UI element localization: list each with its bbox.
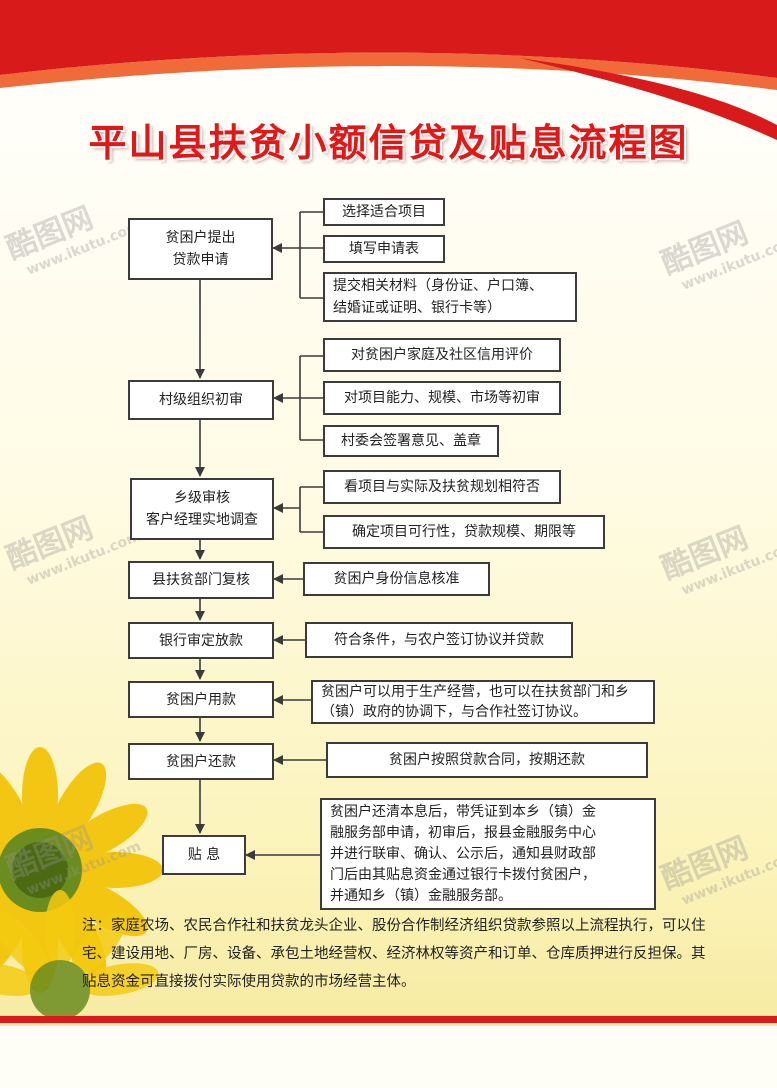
step-village-review: 村级组织初审	[128, 380, 274, 420]
step-apply-loan: 贫困户提出 贷款申请	[128, 218, 273, 280]
note-fill-form: 填写申请表	[323, 235, 445, 263]
note-repay-on-time: 贫困户按照贷款合同，按期还款	[326, 742, 648, 778]
note-committee-sign: 村委会签署意见、盖章	[323, 425, 499, 457]
step-use-loan: 贫困户用款	[128, 681, 274, 718]
step-bank-release: 银行审定放款	[128, 622, 274, 659]
sunflower-icon	[0, 747, 163, 1020]
note-project-review: 对项目能力、规模、市场等初审	[323, 381, 561, 415]
step-county-recheck: 县扶贫部门复核	[128, 561, 274, 599]
top-red-band	[0, 0, 777, 140]
note-credit-evaluation: 对贫困户家庭及社区信用评价	[323, 338, 561, 372]
note-feasibility: 确定项目可行性，贷款规模、期限等	[323, 515, 605, 549]
page-title: 平山县扶贫小额信贷及贴息流程图	[88, 120, 689, 165]
note-identity-check: 贫困户身份信息核准	[303, 562, 490, 596]
step-interest-subsidy: 贴 息	[162, 835, 246, 875]
note-usage: 贫困户可以用于生产经营，也可以在扶贫部门和乡 （镇）政府的协调下，与合作社签订协…	[311, 680, 655, 724]
bottom-red-band	[0, 1016, 777, 1088]
note-submit-materials: 提交相关材料（身份证、户口簿、 结婚证或证明、银行卡等）	[323, 272, 577, 322]
footnote: 注：家庭农场、农民合作社和扶贫龙头企业、股份合作制经济组织贷款参照以上流程执行，…	[82, 918, 706, 990]
note-check-planning: 看项目与实际及扶贫规划相符否	[323, 470, 561, 504]
step-township-review: 乡级审核 客户经理实地调查	[130, 478, 274, 540]
step-repay: 贫困户还款	[128, 743, 274, 780]
note-choose-project: 选择适合项目	[323, 198, 445, 226]
note-subsidy-procedure: 贫困户还清本息后，带凭证到本乡（镇）金 融服务部申请，初审后，报县金融服务中心 …	[320, 798, 656, 910]
note-sign-agreement: 符合条件，与农户签订协议并贷款	[305, 622, 573, 658]
